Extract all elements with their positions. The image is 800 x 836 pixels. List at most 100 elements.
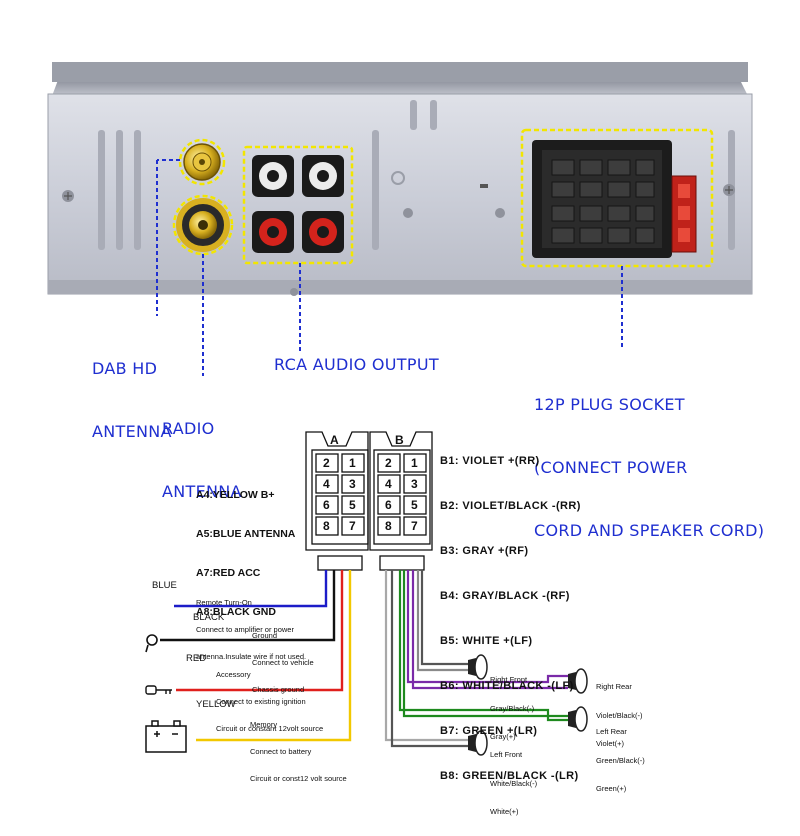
radio-antenna-label: RADIO ANTENNA (162, 376, 242, 544)
battery-icon (145, 720, 187, 753)
speaker-left-rear-label: Left Rear Green/Black(-) Green(+) (596, 708, 645, 813)
speaker-right-rear-label: Right Rear Violet/Black(-) Violet(+) (596, 663, 643, 768)
pin-a: 4 (323, 477, 330, 491)
dab-label-line2: ANTENNA (92, 422, 172, 441)
pin-a: 7 (349, 519, 356, 533)
speaker-label-line: Right Rear (596, 682, 632, 691)
wire-desc-line: Circuit or const12 volt source (250, 774, 347, 783)
chassis-bottom (48, 280, 752, 294)
pin-a: 3 (349, 477, 356, 491)
legend-a8: A8:BLACK GND (196, 606, 276, 618)
wire-desc-line: Connect to vehicle (252, 658, 314, 667)
legend-b7: B7: GREEN +(LR) (440, 725, 538, 737)
wire-desc-line: Connect to amplifier or power (196, 625, 294, 634)
wire-desc-line: Ground (252, 631, 278, 640)
ignition-key-icon (145, 685, 172, 695)
pin-b: 4 (385, 477, 392, 491)
pin-a: 2 (323, 456, 330, 470)
wire-name-red: RED (186, 653, 207, 664)
legend-b6: B6: WHITE/BLACK -(LF) (440, 680, 574, 692)
wire-desc-line: antenna.Insulate wire if not used. (196, 652, 307, 661)
speaker-label-line: White/Black(-) (490, 778, 538, 788)
legend-a5: A5:BLUE ANTENNA (196, 528, 296, 540)
leader-lines (156, 159, 623, 376)
connector-b-body (369, 431, 433, 571)
pin-b: 6 (385, 498, 392, 512)
speaker-right-rear (568, 668, 588, 694)
rca-jacks (252, 155, 344, 253)
ground-icon (145, 634, 158, 653)
wire-desc-line: Connect to existing ignition (216, 697, 306, 706)
speaker-left-front-label: Left Front White/Black(-) White(+) (490, 731, 537, 836)
speaker-label-line: Gray/Black(-) (490, 703, 535, 713)
pin-a: 1 (349, 456, 356, 470)
pin-b: 5 (411, 498, 418, 512)
legend-b4: B4: GRAY/BLACK -(RF) (440, 590, 570, 602)
power-wires (160, 570, 352, 742)
pin-b: 1 (411, 456, 418, 470)
wire-desc-line: Connect to battery (250, 747, 312, 756)
speaker-label-line: Green(+) (596, 784, 627, 793)
wire-desc-line: Accessory (216, 670, 251, 679)
wire-desc-line: Remote Turn-On (196, 598, 252, 607)
pin-b: 7 (411, 519, 418, 533)
wire-desc-yellow: Memory Connect to battery Circuit or con… (250, 702, 347, 801)
legend-a7: A7:RED ACC (196, 567, 261, 579)
speaker-label-line: Left Rear (596, 727, 627, 736)
legend-b5: B5: WHITE +(LF) (440, 635, 533, 647)
radio-rear-panel (47, 62, 753, 756)
speaker-left-rear (568, 706, 588, 732)
pin-a: 6 (323, 498, 330, 512)
highlight-boxes (172, 128, 714, 268)
chassis-top-edge (52, 80, 748, 96)
plug-socket (532, 140, 697, 258)
pin-b: 2 (385, 456, 392, 470)
wire-name-blue: BLUE (152, 580, 177, 591)
speaker-wires (384, 570, 568, 748)
speaker-label-line: Right Front (490, 675, 528, 684)
speaker-label-line: Violet(+) (596, 739, 625, 748)
pin-b: 8 (385, 519, 392, 533)
wire-desc-line: Chassis ground (252, 685, 305, 694)
plug-socket-label: 12P PLUG SOCKET (CONNECT POWER CORD AND … (534, 352, 764, 583)
screws (62, 171, 735, 296)
speaker-label-line: Gray(+) (490, 732, 516, 741)
chassis-lid (52, 62, 748, 82)
speaker-label-line: Violet/Black(-) (596, 710, 643, 720)
radio-label-line2: ANTENNA (162, 482, 242, 501)
legend-b1: B1: VIOLET +(RR) (440, 455, 540, 467)
connector-a-body (305, 431, 369, 571)
rca-output-label: RCA AUDIO OUTPUT (274, 355, 439, 374)
connector-a-letter: A (330, 433, 339, 447)
radio-antenna-connector (176, 198, 230, 252)
wire-desc-black: Ground Connect to vehicle Chassis ground (252, 613, 314, 712)
speaker-label-line: White(+) (490, 807, 519, 816)
wire-desc-line: Circuit or constant 12volt source (216, 724, 324, 733)
wiring-diagram: DAB HD ANTENNA RADIO ANTENNA RCA AUDIO O… (47, 62, 764, 816)
pin-a: 8 (323, 519, 330, 533)
dab-antenna-connector (183, 143, 221, 181)
dab-antenna-label: DAB HD ANTENNA (92, 316, 172, 484)
legend-b3: B3: GRAY +(RF) (440, 545, 529, 557)
connector-b-legend: B1: VIOLET +(RR) B2: VIOLET/BLACK -(RR) … (440, 424, 581, 814)
speaker-label-line: Green/Black(-) (596, 755, 645, 765)
vent-slots (98, 100, 735, 250)
speaker-left-front (468, 730, 488, 756)
plug-label-line2: (CONNECT POWER (534, 458, 688, 477)
radio-label-line1: RADIO (162, 419, 215, 438)
speaker-label-line: Left Front (490, 750, 523, 759)
wire-name-black: BLACK (193, 612, 225, 623)
connector-b-letter: B (395, 433, 404, 447)
pin-b: 3 (411, 477, 418, 491)
wire-desc-line: Memory (250, 720, 278, 729)
plug-label-line1: 12P PLUG SOCKET (534, 395, 685, 414)
legend-a4: A4:YELLOW B+ (196, 489, 275, 501)
plug-label-line3: CORD AND SPEAKER CORD) (534, 521, 765, 540)
legend-b8: B8: GREEN/BLACK -(LR) (440, 770, 579, 782)
speaker-right-front (468, 654, 488, 680)
pin-a: 5 (349, 498, 356, 512)
speaker-right-front-label: Right Front Gray/Black(-) Gray(+) (490, 656, 534, 761)
dab-label-line1: DAB HD (92, 359, 158, 378)
wire-desc-blue: Remote Turn-On Connect to amplifier or p… (196, 580, 306, 679)
legend-b2: B2: VIOLET/BLACK -(RR) (440, 500, 581, 512)
